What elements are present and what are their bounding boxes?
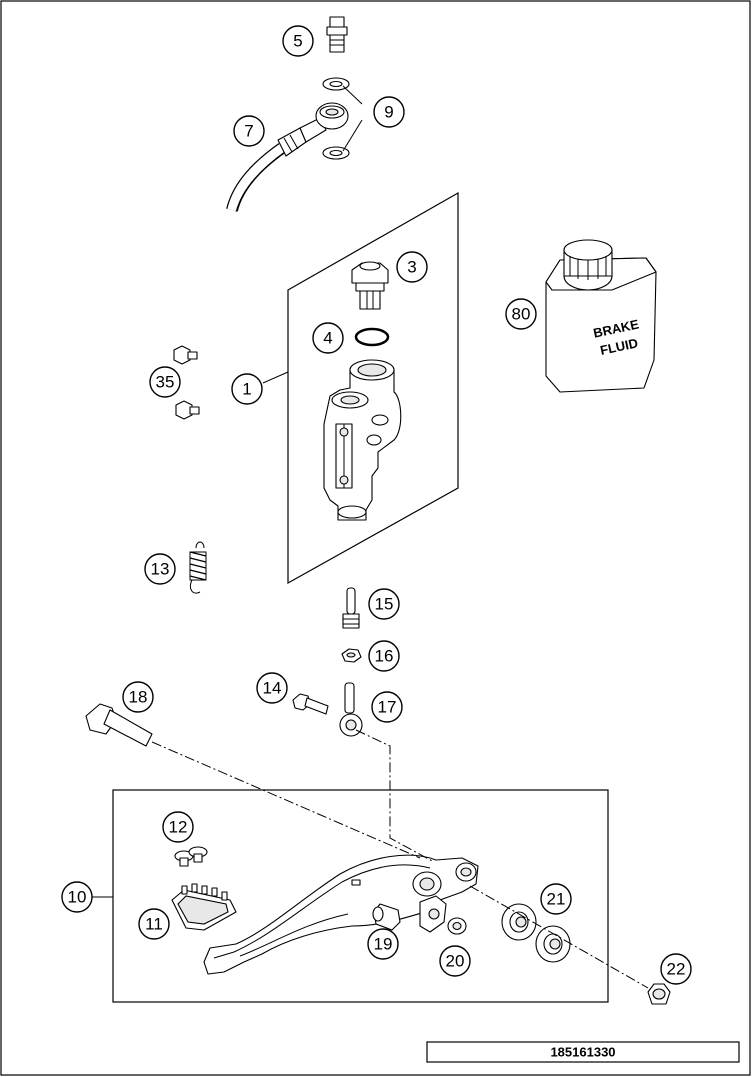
brake-fluid-bottle-part[interactable]: BRAKE FLUID [545, 239, 657, 393]
callout-19-label: 19 [374, 935, 393, 954]
pedal-tip-screw-part[interactable] [174, 846, 208, 867]
callout-12-label: 12 [169, 818, 188, 837]
brake-pedal-group-frame [112, 789, 609, 1003]
callout-10-label: 10 [68, 888, 87, 907]
bushing-part[interactable] [372, 903, 401, 931]
callout-5-label: 5 [293, 32, 302, 51]
collar-nut-part[interactable] [647, 983, 671, 1005]
ball-bearing-part[interactable] [501, 903, 571, 963]
callout-4-label: 4 [323, 329, 332, 348]
callout-14-label: 14 [263, 679, 282, 698]
callout-3-label: 3 [407, 258, 416, 277]
callout-1[interactable]: 1 [231, 373, 263, 405]
callout-16[interactable]: 16 [368, 640, 400, 672]
callout-80[interactable]: 80 [505, 298, 537, 330]
callout-18-label: 18 [129, 688, 148, 707]
callout-4[interactable]: 4 [312, 322, 344, 354]
callout-9[interactable]: 9 [373, 96, 405, 128]
pedal-bracket-part[interactable] [419, 895, 467, 935]
assembly-axis-lines [151, 729, 649, 989]
callout-12[interactable]: 12 [162, 811, 194, 843]
banjo-bolt-part[interactable] [326, 16, 348, 53]
callout-1-label: 1 [242, 380, 251, 399]
callout-19[interactable]: 19 [367, 928, 399, 960]
callout-35-label: 35 [156, 373, 175, 392]
callout-13-label: 13 [151, 560, 170, 579]
callout-35[interactable]: 35 [149, 366, 181, 398]
master-cylinder-part[interactable] [323, 359, 402, 521]
callout-13[interactable]: 13 [144, 553, 176, 585]
reservoir-connector-part[interactable] [351, 261, 389, 310]
screw-part[interactable] [173, 345, 200, 420]
brake-line-part[interactable] [226, 102, 349, 213]
callout-15[interactable]: 15 [368, 588, 400, 620]
diagram-id-number: 185161330 [550, 1045, 615, 1060]
callout-9-label: 9 [384, 103, 393, 122]
hex-bolt-part[interactable] [292, 693, 329, 715]
callout-17[interactable]: 17 [371, 691, 403, 723]
callout-3[interactable]: 3 [396, 251, 428, 283]
brake-pedal-part[interactable] [203, 854, 479, 975]
callout-22-label: 22 [667, 960, 686, 979]
master-cylinder-group-frame [287, 191, 459, 585]
callout-16-label: 16 [375, 647, 394, 666]
sealing-washer-part[interactable] [322, 77, 350, 160]
return-spring-part[interactable] [189, 541, 207, 594]
diagram-id-box: 185161330 [426, 1041, 740, 1063]
o-ring-part[interactable] [354, 327, 390, 347]
callout-20[interactable]: 20 [439, 945, 471, 977]
callout-11-label: 11 [145, 915, 163, 934]
pivot-bolt-part[interactable] [85, 703, 153, 747]
callout-17-label: 17 [378, 698, 397, 717]
callout-18[interactable]: 18 [122, 681, 154, 713]
callout-5[interactable]: 5 [282, 25, 314, 57]
clevis-part[interactable] [339, 682, 363, 737]
callout-80-label: 80 [512, 305, 531, 324]
hex-nut-part[interactable] [341, 648, 362, 663]
callout-21-label: 21 [547, 890, 566, 909]
callout-7[interactable]: 7 [233, 115, 265, 147]
callout-20-label: 20 [446, 952, 465, 971]
pedal-tip-part[interactable] [171, 883, 237, 931]
callout-10[interactable]: 10 [61, 881, 93, 913]
callout-11[interactable]: 11 [138, 908, 170, 940]
callout-22[interactable]: 22 [660, 953, 692, 985]
leader-lines [92, 85, 363, 898]
callout-14[interactable]: 14 [256, 672, 288, 704]
callout-15-label: 15 [375, 595, 394, 614]
callout-7-label: 7 [244, 122, 253, 141]
push-rod-part[interactable] [342, 587, 360, 629]
callout-21[interactable]: 21 [540, 883, 572, 915]
